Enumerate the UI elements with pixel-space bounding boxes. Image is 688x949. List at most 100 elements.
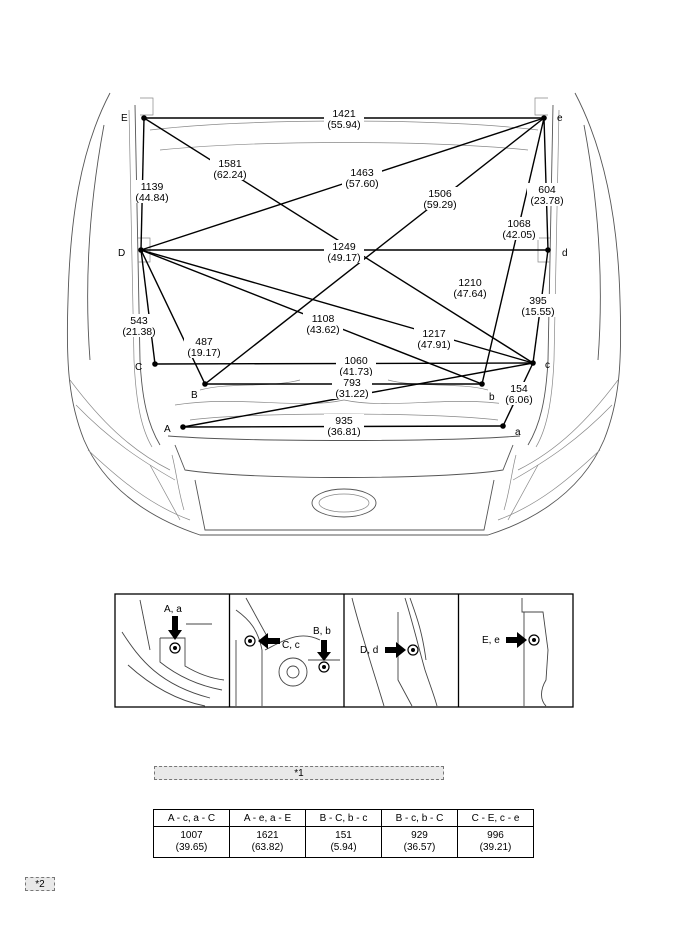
measurement-mm: 1421 <box>332 108 356 120</box>
measurement-in: (23.78) <box>530 195 563 207</box>
detail-label-a: A, a <box>164 604 182 615</box>
arrow-left-icon <box>258 633 280 649</box>
label-background <box>184 335 224 358</box>
table-cell-in: (5.94) <box>330 842 357 853</box>
measurement-in: (6.06) <box>505 394 532 406</box>
measurement-label-D-b: 1108(43.62) <box>303 312 343 336</box>
point-label-b: b <box>489 392 495 403</box>
measurement-mm: 1139 <box>141 181 164 193</box>
measurement-label-C-c: 1060(41.73) <box>336 354 376 378</box>
label-background <box>450 276 490 299</box>
measurement-point-c <box>530 360 536 366</box>
measurement-label-E-e: 1421(55.94) <box>324 107 364 131</box>
label-background <box>499 217 539 240</box>
label-background <box>132 180 172 203</box>
label-background <box>324 240 364 263</box>
table-cell: 996(39.21) <box>457 826 534 858</box>
table-cell: 1007(39.65) <box>153 826 230 858</box>
table-cell-in: (36.57) <box>403 842 436 853</box>
detail-label-c: C, c <box>282 640 300 651</box>
label-background <box>342 166 382 189</box>
measurement-label-D-C: 543(21.38) <box>119 314 159 338</box>
arrow-down-icon <box>168 616 182 640</box>
label-background <box>499 382 539 405</box>
detail-label-e: E, e <box>482 635 500 646</box>
detail-label-b: B, b <box>313 626 331 637</box>
measurement-mm: 1463 <box>350 167 374 179</box>
measurement-label-E-D: 1139(44.84) <box>132 180 172 204</box>
measurement-mm: 793 <box>343 377 361 389</box>
measurement-label-E-c: 1581(62.24) <box>210 157 250 181</box>
reference-box-1: *1 <box>154 766 444 780</box>
table-row: 1007(39.65) 1621(63.82) 151(5.94) 929(36… <box>153 826 534 858</box>
measurement-point-a <box>500 423 506 429</box>
detail-view-e: E, e <box>482 598 549 707</box>
measurement-mm: 604 <box>538 184 556 196</box>
label-background <box>303 312 343 335</box>
point-label-A: A <box>164 424 171 435</box>
label-background <box>518 294 558 317</box>
detail-view-bc: C, c B, b <box>235 597 340 706</box>
measurement-point-D <box>138 247 144 253</box>
measurement-in: (59.29) <box>423 199 456 211</box>
measurement-label-D-c: 1217(47.91) <box>414 327 454 351</box>
measurement-label-e-d: 604(23.78) <box>527 183 567 207</box>
measurement-label-B-e: 1506(59.29) <box>420 187 460 211</box>
table-cell-mm: 1007 <box>180 830 203 841</box>
measurement-label-D-d: 1249(49.17) <box>324 240 364 264</box>
measurement-point-d <box>545 247 551 253</box>
measurement-in: (47.91) <box>417 339 450 351</box>
table-cell: 151(5.94) <box>305 826 382 858</box>
arrow-right-icon <box>506 632 527 648</box>
measurement-mm: 935 <box>335 415 353 427</box>
measurement-label-B-b: 793(31.22) <box>332 376 372 400</box>
label-background <box>119 314 159 337</box>
point-letters: E e D d C c B b A a <box>118 113 568 438</box>
table-cell-mm: 1621 <box>256 830 279 841</box>
table-cell-in: (39.65) <box>175 842 208 853</box>
measurement-mm: 395 <box>529 295 547 307</box>
measurement-points <box>138 115 551 430</box>
table-cell-in: (63.82) <box>251 842 284 853</box>
point-label-E: E <box>121 113 128 124</box>
measurement-in: (36.81) <box>327 426 360 438</box>
measurement-in: (21.38) <box>122 326 155 338</box>
measurement-mm: 1217 <box>422 328 446 340</box>
measurement-in: (49.17) <box>327 252 360 264</box>
measurement-mm: 1060 <box>344 355 368 367</box>
detail-view-d: D, d <box>351 597 438 707</box>
measurement-mm: 1210 <box>458 277 482 289</box>
label-background <box>336 354 376 377</box>
table-cell: 929(36.57) <box>381 826 458 858</box>
label-background <box>210 157 250 180</box>
label-background <box>414 327 454 350</box>
measurement-label-b-e: 1068(42.05) <box>499 217 539 241</box>
measurement-in: (55.94) <box>327 119 360 131</box>
table-cell-mm: 151 <box>335 830 352 841</box>
point-label-e: e <box>557 113 563 124</box>
reference-box-2: *2 <box>25 877 55 891</box>
measurement-mm: 1108 <box>312 313 335 325</box>
measurement-in: (19.17) <box>187 347 220 359</box>
point-label-B: B <box>191 390 198 401</box>
measurement-in: (62.24) <box>213 169 246 181</box>
measurement-line-B-e <box>204 117 545 385</box>
table-header-cell: B - C, b - c <box>305 809 382 827</box>
label-background <box>324 414 364 437</box>
measurement-mm: 1068 <box>507 218 531 230</box>
measurement-mm: 1581 <box>218 158 242 170</box>
point-label-d: d <box>562 248 568 259</box>
arrow-right-icon <box>385 642 406 658</box>
table-header-cell: A - c, a - C <box>153 809 230 827</box>
detail-views: A, a C, c B, b <box>114 593 574 708</box>
table-cell-mm: 996 <box>487 830 504 841</box>
point-label-c: c <box>545 360 550 371</box>
measurement-line-D-B <box>140 249 206 385</box>
table-cell: 1621(63.82) <box>229 826 306 858</box>
table-cell-mm: 929 <box>411 830 428 841</box>
measurement-labels: 1421(55.94)1581(62.24)1463(57.60)1139(44… <box>119 107 567 438</box>
label-background <box>324 107 364 130</box>
measurement-label-D-B: 487(19.17) <box>184 335 224 359</box>
table-header-row: A - c, a - C A - e, a - E B - C, b - c B… <box>153 809 534 827</box>
dimension-table: A - c, a - C A - e, a - E B - C, b - c B… <box>153 809 534 858</box>
